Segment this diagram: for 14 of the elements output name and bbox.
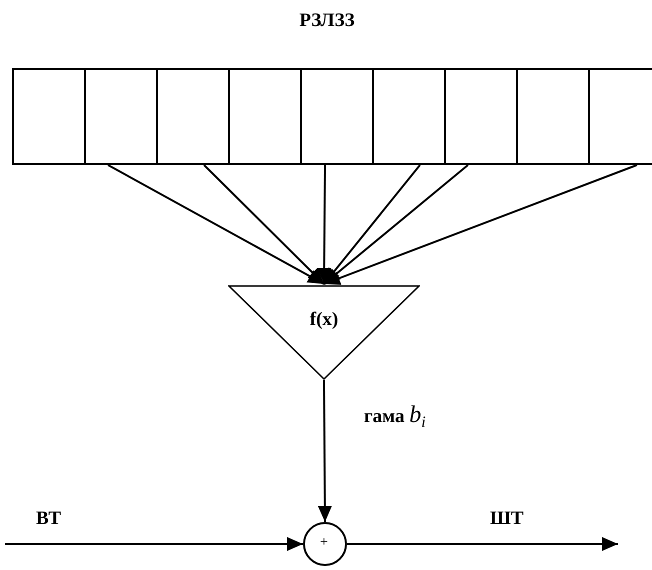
function-label: f(x) bbox=[308, 309, 340, 331]
arrow bbox=[318, 380, 332, 522]
arrow bbox=[324, 164, 638, 285]
arrow bbox=[323, 164, 469, 285]
function-triangle bbox=[228, 285, 420, 380]
register-title: РЗЛЗЗ bbox=[298, 10, 356, 32]
arrow bbox=[347, 537, 618, 551]
summing-junction bbox=[303, 522, 347, 566]
arrow bbox=[5, 537, 303, 551]
arrow bbox=[323, 164, 421, 285]
plus-sign: + bbox=[320, 536, 328, 550]
arrow bbox=[108, 164, 324, 285]
arrow bbox=[317, 165, 332, 284]
arrow bbox=[203, 164, 325, 285]
